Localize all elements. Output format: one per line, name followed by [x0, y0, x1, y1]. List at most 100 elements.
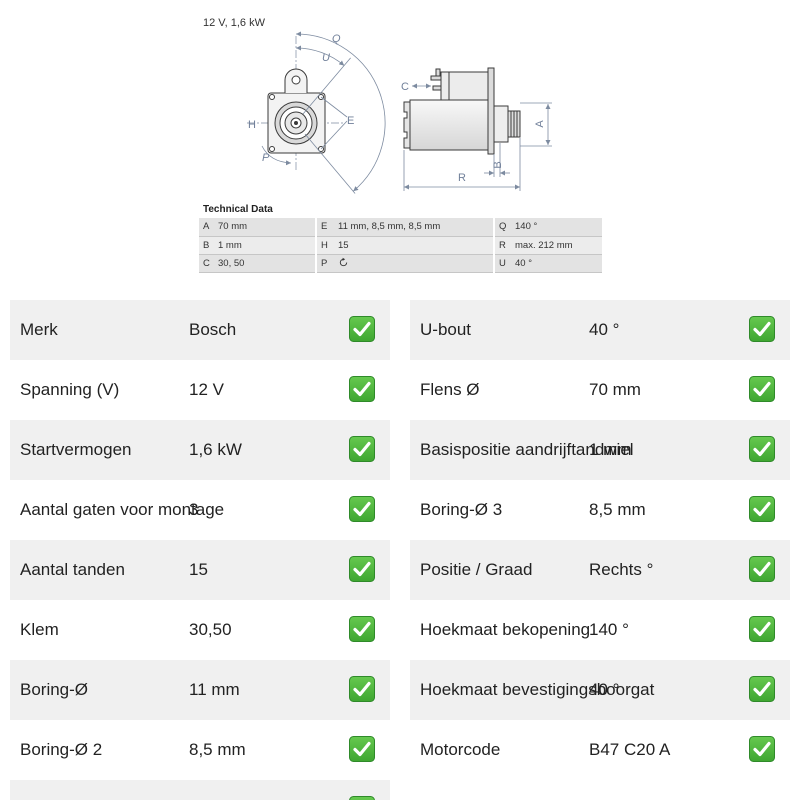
dim-label-p: P — [262, 152, 270, 164]
tech-param-key: U — [494, 254, 512, 273]
check-icon — [349, 496, 375, 522]
spec-row: Boring-Ø 3 8,5 mm — [410, 480, 790, 540]
tech-param-value: 11 mm, 8,5 mm, 8,5 mm — [335, 218, 495, 237]
spec-row: Boring-Ø 2 8,5 mm — [10, 720, 390, 780]
starter-motor-technical-drawing: 12 V, 1,6 kW — [203, 17, 552, 194]
leader-e — [320, 96, 348, 118]
dim-label-h: H — [248, 119, 256, 131]
check-icon — [749, 556, 775, 582]
corner-bolt-hole — [269, 94, 275, 100]
angle-arc-u — [295, 45, 345, 66]
tech-param-key: R — [494, 236, 512, 255]
spec-value: Bosch — [189, 320, 237, 339]
tech-param-value: max. 212 mm — [512, 236, 602, 255]
check-icon — [749, 376, 775, 402]
spec-value: 12 V — [189, 380, 224, 399]
check-icon — [349, 736, 375, 762]
tech-param-key: H — [316, 236, 335, 255]
corner-bolt-hole — [269, 146, 275, 152]
spec-label: Motorcode — [420, 740, 501, 759]
leader-e — [320, 120, 348, 150]
spec-value: 40 ° — [589, 680, 620, 699]
spec-value: 40 ° — [589, 320, 620, 339]
check-icon — [349, 376, 375, 402]
spec-value: 1,6 kW — [189, 440, 242, 459]
spec-label: Spanning (V) — [20, 380, 120, 399]
technical-data-title: Technical Data — [203, 204, 273, 215]
clockwise-rotation-icon — [338, 258, 349, 269]
check-icon — [749, 496, 775, 522]
front-dimensions — [261, 31, 386, 194]
spec-label: Aantal tanden — [20, 560, 125, 579]
spec-row: Merk Bosch — [10, 300, 390, 360]
spec-row: Klem 30,50 — [10, 600, 390, 660]
angle-arc-q — [295, 31, 386, 192]
check-icon — [349, 556, 375, 582]
spec-row: Aantal tanden 15 — [10, 540, 390, 600]
check-icon — [749, 736, 775, 762]
motor-body — [409, 99, 489, 151]
check-icon — [749, 436, 775, 462]
spec-value: 30,50 — [189, 620, 232, 639]
spec-row: Spanning (V) 12 V — [10, 360, 390, 420]
spec-row: Startvermogen 1,6 kW — [10, 420, 390, 480]
spec-value: 140 ° — [589, 620, 629, 639]
spec-label: Hoekmaat bekopening — [420, 620, 591, 639]
solenoid — [440, 71, 489, 101]
spec-row — [10, 780, 390, 800]
spec-label: Flens Ø — [420, 380, 480, 399]
spec-value: Rechts ° — [589, 560, 654, 579]
spec-row: Flens Ø 70 mm — [410, 360, 790, 420]
spec-value: 11 mm — [189, 680, 240, 699]
spec-label: Boring-Ø 3 — [420, 500, 503, 519]
tech-param-value: 70 mm — [215, 218, 317, 237]
check-icon — [349, 616, 375, 642]
dim-label-q: Q — [332, 33, 341, 45]
drive-flange — [487, 67, 495, 155]
check-icon — [349, 436, 375, 462]
spec-value: 8,5 mm — [189, 740, 246, 759]
spec-value: 3 — [189, 500, 199, 519]
check-icon — [749, 316, 775, 342]
tech-param-value: 140 ° — [512, 218, 602, 237]
ear-bolt-hole — [291, 75, 301, 85]
spec-label: Boring-Ø 2 — [20, 740, 103, 759]
terminal-nub — [435, 68, 441, 77]
side-dimensions — [403, 83, 552, 191]
side-view: C A B R — [401, 67, 552, 191]
tech-param-key: B — [199, 236, 215, 255]
drawing-caption: 12 V, 1,6 kW — [203, 17, 266, 29]
tech-param-key: Q — [494, 218, 512, 237]
spec-value: 15 — [189, 560, 208, 579]
spec-value: B47 C20 A — [589, 740, 671, 759]
check-icon — [749, 676, 775, 702]
spec-label: Boring-Ø — [20, 680, 89, 699]
tech-param-key: P — [316, 254, 335, 273]
dim-label-a: A — [534, 120, 546, 128]
spec-value: 70 mm — [589, 380, 641, 399]
spec-value: 8,5 mm — [589, 500, 646, 519]
spec-label: Klem — [20, 620, 59, 639]
tech-param-key: A — [199, 218, 215, 237]
spec-label: Hoekmaat bevestigingsboorgat — [420, 680, 655, 699]
front-view: Q U H E P — [247, 31, 386, 194]
spec-row: Motorcode B47 C20 A — [410, 720, 790, 780]
tech-param-value: 15 — [335, 236, 495, 255]
spec-label: Merk — [20, 320, 58, 339]
spec-label: Startvermogen — [20, 440, 132, 459]
tech-param-key: C — [199, 254, 215, 273]
dim-label-r: R — [458, 172, 466, 184]
tech-param-key: E — [316, 218, 335, 237]
rotation-arrow-p — [261, 145, 292, 166]
end-cap — [403, 101, 410, 149]
drive-housing — [493, 105, 509, 143]
